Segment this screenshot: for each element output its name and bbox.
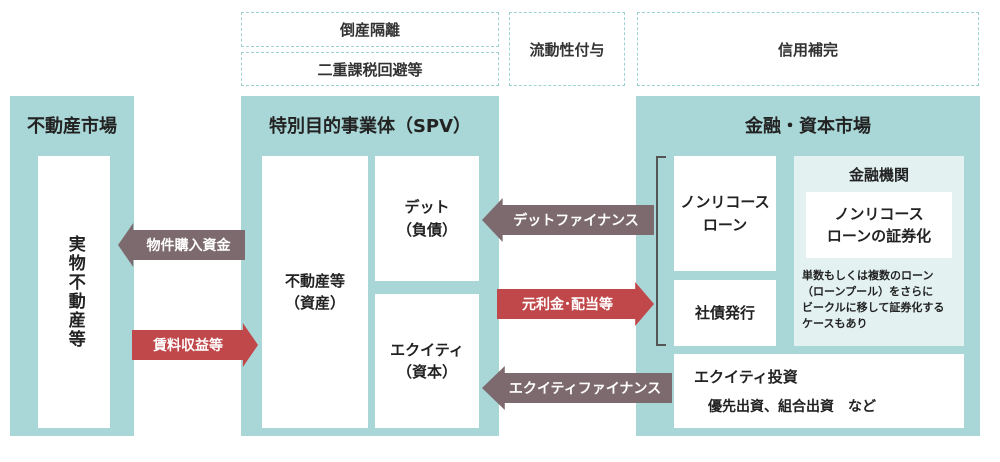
rent-income-arrow: 賃料収益等 — [132, 323, 258, 367]
nonrecourse-loan-line2: ローン — [702, 215, 748, 234]
nonrecourse-loan-box: ノンリコース ローン — [674, 156, 776, 271]
purchase-funds-arrow: 物件購入資金 — [118, 223, 245, 267]
spv-assets-line2: （資産） — [284, 294, 345, 312]
debt-finance-label: デットファイナンス — [513, 213, 639, 229]
liquidity-box: 流動性付与 — [509, 12, 625, 86]
spv-debt-line1: デット — [404, 198, 450, 216]
spv-assets-line1: 不動産等 — [284, 271, 345, 290]
principal-dividend-label: 元利金･配当等 — [522, 297, 613, 313]
equity-investment-title: エクイティ投資 — [694, 368, 798, 386]
securitization-note: 単数もしくは複数のローン （ローンプール）をさらに ビークルに移して証券化する … — [802, 268, 962, 332]
double-tax-avoidance-label: 二重課税回避等 — [317, 60, 423, 79]
double-tax-avoidance-box: 二重課税回避等 — [241, 52, 499, 86]
spv-debt-box: デット （負債） — [375, 156, 479, 281]
spv-equity-box: エクイティ （資本） — [375, 294, 479, 428]
securitization-note-line1: 単数もしくは複数のローン — [802, 269, 934, 282]
credit-enhancement-box: 信用補完 — [637, 12, 979, 86]
financial-market-title: 金融・資本市場 — [745, 116, 871, 137]
equity-investment-box: エクイティ投資 優先出資、組合出資 など — [674, 354, 964, 428]
loan-securitization-line2: ローンの証券化 — [826, 227, 932, 245]
bond-issuance-box: 社債発行 — [674, 280, 776, 346]
loan-securitization-line1: ノンリコース — [834, 204, 924, 223]
securitization-note-line3: ビークルに移して証券化する — [802, 300, 945, 314]
spv-debt-line2: （負債） — [396, 220, 457, 239]
spv-equity-line1: エクイティ — [390, 340, 464, 359]
rent-income-label: 賃料収益等 — [153, 338, 223, 354]
securitization-note-line4: ケースもあり — [802, 316, 868, 330]
securitization-note-line2: （ローンプール）をさらに — [802, 284, 934, 298]
principal-dividend-arrow: 元利金･配当等 — [497, 282, 654, 326]
credit-enhancement-label: 信用補完 — [777, 40, 838, 59]
financial-market-panel: 金融・資本市場 ノンリコース ローン 社債発行 金融機関 ノンリコース ローンの… — [636, 96, 980, 436]
financial-institution-title: 金融機関 — [848, 166, 909, 184]
bankruptcy-isolation-label: 倒産隔離 — [339, 21, 400, 39]
debt-finance-arrow: デットファイナンス — [482, 198, 654, 242]
spv-equity-line2: （資本） — [396, 363, 457, 381]
spv-panel: 特別目的事業体（SPV） 不動産等 （資産） デット （負債） エクイティ （資… — [241, 96, 499, 436]
loan-bracket — [656, 156, 666, 346]
bond-issuance-label: 社債発行 — [694, 303, 755, 322]
bankruptcy-isolation-box: 倒産隔離 — [241, 12, 499, 47]
financial-institution-box: 金融機関 ノンリコース ローンの証券化 単数もしくは複数のローン （ローンプール… — [794, 156, 964, 346]
liquidity-label: 流動性付与 — [529, 40, 605, 59]
equity-investment-detail: 優先出資、組合出資 など — [708, 399, 876, 415]
loan-securitization-box: ノンリコース ローンの証券化 — [806, 192, 952, 258]
spv-assets-box: 不動産等 （資産） — [262, 156, 368, 428]
physical-real-estate-label: 実物不動産等 — [64, 235, 85, 349]
purchase-funds-label: 物件購入資金 — [146, 238, 231, 254]
equity-finance-arrow: エクイティファイナンス — [482, 366, 672, 410]
real-estate-market-title: 不動産市場 — [27, 116, 117, 137]
real-estate-market-panel: 不動産市場 実物不動産等 — [10, 96, 134, 436]
physical-real-estate-box: 実物不動産等 — [38, 156, 110, 428]
equity-finance-label: エクイティファイナンス — [508, 381, 662, 397]
spv-title: 特別目的事業体（SPV） — [268, 116, 472, 137]
nonrecourse-loan-line1: ノンリコース — [680, 193, 770, 211]
